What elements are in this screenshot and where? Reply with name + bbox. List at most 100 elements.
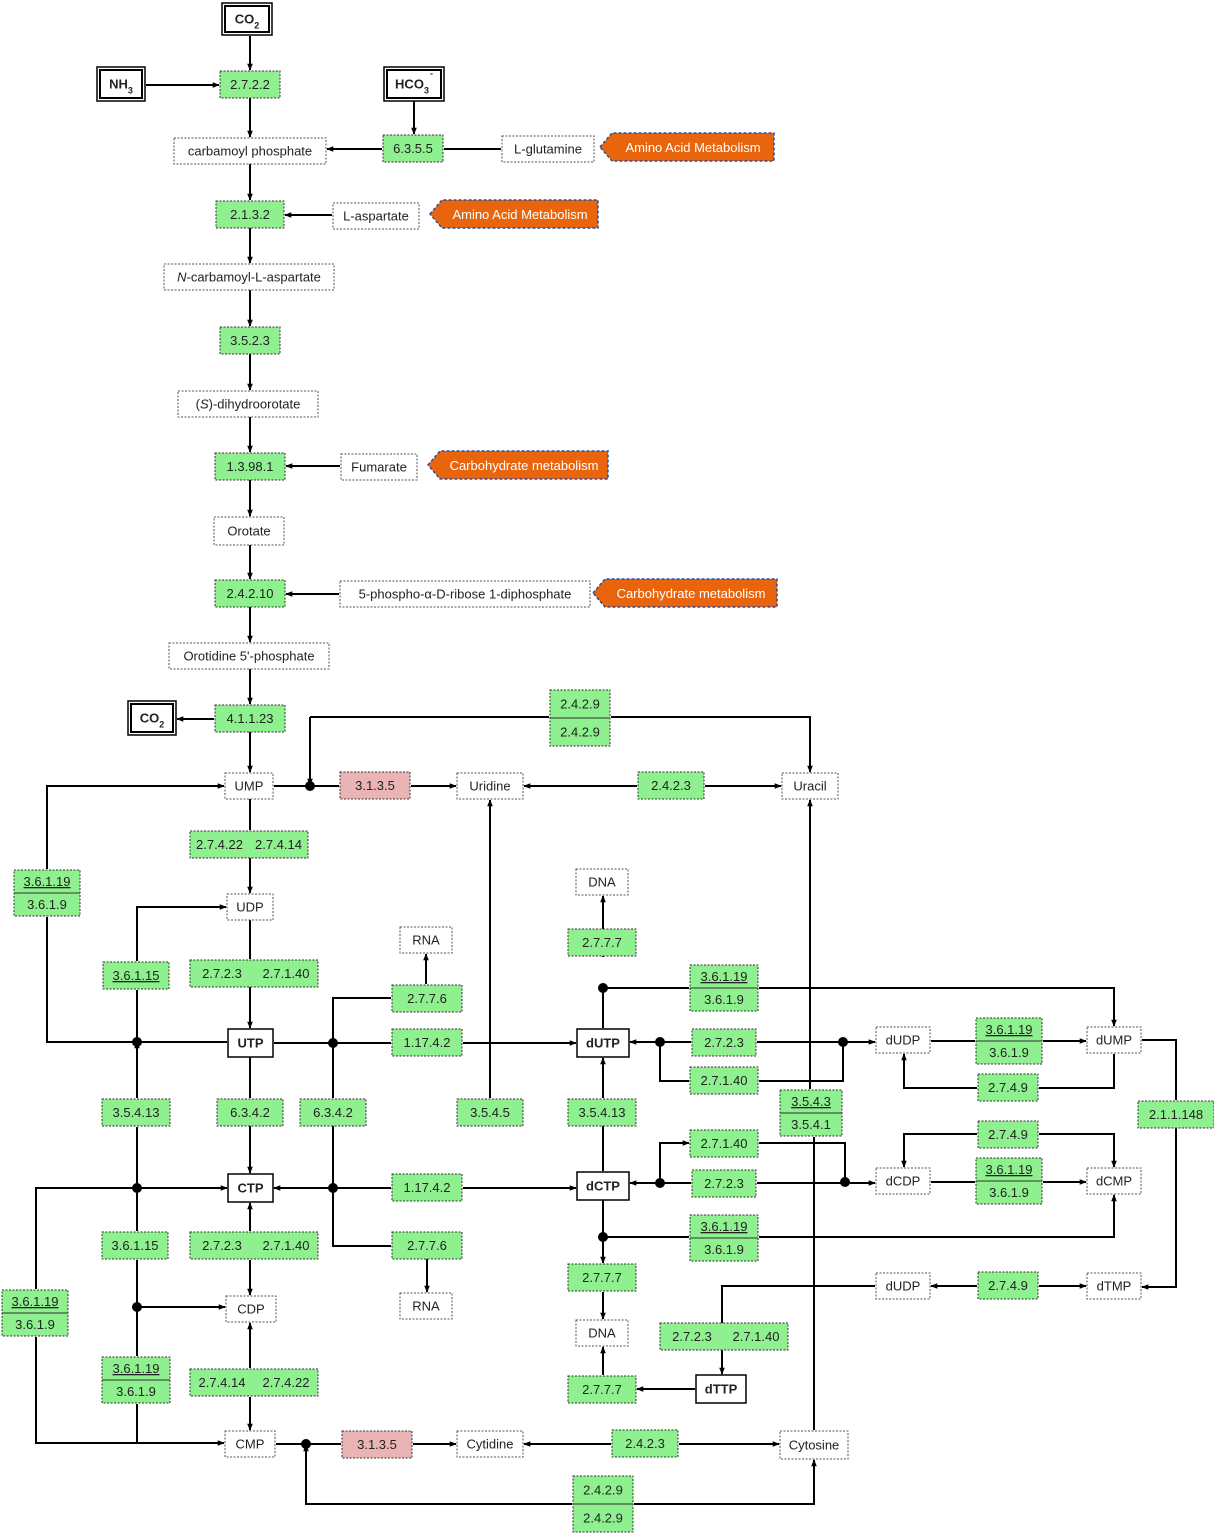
enzyme-2-7-7-6-top[interactable]: 2.7.7.6 <box>391 984 463 1013</box>
enzyme-2-7-7-7-top[interactable]: 2.7.7.7 <box>567 928 637 957</box>
enzyme-6-3-4-2-b[interactable]: 6.3.4.2 <box>299 1098 367 1127</box>
compound-dihydroorotate[interactable]: (S)-dihydroorotate <box>177 390 319 418</box>
compound-dna-top[interactable]: DNA <box>575 868 629 896</box>
ec-number: 2.7.4.22 <box>263 1375 310 1390</box>
enzyme-3-6-1-19-dudp[interactable]: 3.6.1.193.6.1.9 <box>975 1017 1043 1065</box>
compound-dctp[interactable]: dCTP <box>576 1171 630 1201</box>
compound-ump[interactable]: UMP <box>224 772 274 800</box>
compound-dna-bottom[interactable]: DNA <box>575 1319 629 1347</box>
compound-dutp[interactable]: dUTP <box>576 1028 630 1058</box>
ec-number: 2.7.4.9 <box>988 1278 1028 1293</box>
enzyme-3-5-4-13-left[interactable]: 3.5.4.13 <box>101 1098 171 1127</box>
enzyme-3-6-1-19-cdp[interactable]: 3.6.1.193.6.1.9 <box>101 1356 171 1404</box>
compound-dudp-bottom[interactable]: dUDP <box>875 1272 931 1300</box>
compound-utp[interactable]: UTP <box>227 1028 274 1058</box>
compound-cmp[interactable]: CMP <box>224 1430 276 1458</box>
compound-co2-top[interactable]: CO2 <box>221 2 273 36</box>
enzyme-2-7-2-3-dudp[interactable]: 2.7.2.3 <box>691 1028 757 1057</box>
compound-orotate[interactable]: Orotate <box>213 516 285 546</box>
compound-fumarate[interactable]: Fumarate <box>340 453 418 481</box>
enzyme-3-5-2-3[interactable]: 3.5.2.3 <box>219 326 281 355</box>
enzyme-3-6-1-15-bottom[interactable]: 3.6.1.15 <box>101 1231 169 1260</box>
enzyme-3-5-4-13-d[interactable]: 3.5.4.13 <box>567 1098 637 1127</box>
compound-cytidine[interactable]: Cytidine <box>456 1430 524 1458</box>
pathway-link-carbohydrate-1[interactable]: Carbohydrate metabolism <box>427 450 609 480</box>
enzyme-2-7-4-9-dump[interactable]: 2.7.4.9 <box>977 1073 1039 1102</box>
compound-ctp[interactable]: CTP <box>227 1173 274 1203</box>
compound-label: dCTP <box>586 1179 620 1194</box>
ec-number: 6.3.5.5 <box>393 141 433 156</box>
enzyme-cdp-cmp[interactable]: 2.7.4.14 2.7.4.22 <box>189 1368 319 1397</box>
enzyme-2-7-7-6-bottom[interactable]: 2.7.7.6 <box>391 1231 463 1260</box>
compound-uridine[interactable]: Uridine <box>456 772 524 800</box>
pathway-link-carbohydrate-2[interactable]: Carbohydrate metabolism <box>592 578 778 608</box>
compound-l-glutamine[interactable]: L-glutamine <box>501 135 595 163</box>
enzyme-3-6-1-19-dutp[interactable]: 3.6.1.193.6.1.9 <box>689 964 759 1012</box>
compound-n-carbamoyl-aspartate[interactable]: N-carbamoyl-L-aspartate <box>163 263 335 291</box>
pathway-link-label: Amino Acid Metabolism <box>452 207 587 222</box>
compound-co2-left[interactable]: CO2 <box>127 700 177 736</box>
compound-uracil[interactable]: Uracil <box>781 772 839 800</box>
enzyme-2-4-2-3-top[interactable]: 2.4.2.3 <box>637 771 705 800</box>
enzyme-1-17-4-2-top[interactable]: 1.17.4.2 <box>391 1028 463 1057</box>
enzyme-3-5-4-5[interactable]: 3.5.4.5 <box>456 1098 524 1127</box>
enzyme-1-17-4-2-bottom[interactable]: 1.17.4.2 <box>391 1173 463 1202</box>
ec-number: 3.1.3.5 <box>357 1437 397 1452</box>
enzyme-2-4-2-9-top[interactable]: 2.4.2.92.4.2.9 <box>549 689 611 747</box>
enzyme-4-1-1-23[interactable]: 4.1.1.23 <box>214 704 286 733</box>
compound-hco3[interactable]: HCO3- <box>383 66 445 102</box>
compound-prpp[interactable]: 5-phospho-α-D-ribose 1-diphosphate <box>339 580 591 608</box>
compound-rna-bottom[interactable]: RNA <box>399 1292 453 1320</box>
enzyme-2-7-1-40-dcdp[interactable]: 2.7.1.40 <box>689 1129 759 1158</box>
enzyme-3-6-1-19-dcdp[interactable]: 3.6.1.193.6.1.9 <box>975 1157 1043 1205</box>
enzyme-2-7-7-7-bottom[interactable]: 2.7.7.7 <box>567 1375 637 1404</box>
ec-number: 6.3.4.2 <box>313 1105 353 1120</box>
compound-dttp[interactable]: dTTP <box>695 1374 747 1404</box>
enzyme-2-1-1-148[interactable]: 2.1.1.148 <box>1137 1100 1214 1129</box>
compound-cytosine[interactable]: Cytosine <box>779 1430 849 1460</box>
compound-rna-top[interactable]: RNA <box>399 926 453 954</box>
enzyme-2-7-4-9-dtmp[interactable]: 2.7.4.9 <box>977 1271 1039 1300</box>
enzyme-3-6-1-19-far-left[interactable]: 3.6.1.193.6.1.9 <box>1 1289 69 1337</box>
enzyme-2-1-3-2[interactable]: 2.1.3.2 <box>215 200 285 229</box>
enzyme-3-1-3-5-bottom[interactable]: 3.1.3.5 <box>341 1430 413 1459</box>
enzyme-3-6-1-19-dctp[interactable]: 3.6.1.193.6.1.9 <box>689 1214 759 1262</box>
pathway-link-amino-acid-1[interactable]: Amino Acid Metabolism <box>599 132 775 162</box>
enzyme-2-7-1-40-dudp[interactable]: 2.7.1.40 <box>689 1066 759 1095</box>
enzyme-2-7-2-3-dcdp[interactable]: 2.7.2.3 <box>691 1169 757 1198</box>
enzyme-3-6-1-15-top[interactable]: 3.6.1.15 <box>102 961 170 990</box>
compound-dudp-top[interactable]: dUDP <box>875 1026 931 1054</box>
ec-number: 2.7.4.14 <box>199 1375 246 1390</box>
compound-udp[interactable]: UDP <box>226 893 274 921</box>
enzyme-2-4-2-3-bottom[interactable]: 2.4.2.3 <box>611 1429 679 1458</box>
enzyme-3-1-3-5-top[interactable]: 3.1.3.5 <box>339 771 411 800</box>
enzyme-1-3-98-1[interactable]: 1.3.98.1 <box>214 452 286 481</box>
compound-dump[interactable]: dUMP <box>1086 1026 1142 1054</box>
enzyme-2-4-2-10[interactable]: 2.4.2.10 <box>214 579 286 608</box>
compound-carbamoyl-phosphate[interactable]: carbamoyl phosphate <box>173 137 327 165</box>
compound-dtmp[interactable]: dTMP <box>1086 1272 1142 1300</box>
enzyme-6-3-4-2-a[interactable]: 6.3.4.2 <box>216 1098 284 1127</box>
enzyme-2-7-4-9-dcmp[interactable]: 2.7.4.9 <box>977 1120 1039 1149</box>
enzyme-6-3-5-5[interactable]: 6.3.5.5 <box>382 134 444 163</box>
enzyme-3-6-1-19-left[interactable]: 3.6.1.193.6.1.9 <box>13 869 81 917</box>
enzyme-3-5-4-3[interactable]: 3.5.4.33.5.4.1 <box>779 1089 843 1137</box>
compound-nh3[interactable]: NH3 <box>96 66 146 102</box>
ec-number: 3.6.1.9 <box>989 1185 1029 1200</box>
compound-l-aspartate[interactable]: L-aspartate <box>332 202 420 230</box>
enzyme-2-7-2-2[interactable]: 2.7.2.2 <box>219 70 281 99</box>
compound-cdp[interactable]: CDP <box>225 1295 277 1323</box>
compound-omp[interactable]: Orotidine 5'-phosphate <box>168 642 330 670</box>
compound-label: L-aspartate <box>343 209 409 224</box>
compound-dcdp[interactable]: dCDP <box>875 1167 931 1195</box>
compound-dcmp[interactable]: dCMP <box>1086 1167 1142 1195</box>
pathway-link-amino-acid-2[interactable]: Amino Acid Metabolism <box>429 199 599 229</box>
enzyme-2-4-2-9-bottom[interactable]: 2.4.2.92.4.2.9 <box>572 1475 634 1533</box>
junction-dot <box>305 781 315 791</box>
compound-label: Orotate <box>227 524 270 539</box>
enzyme-2-7-7-7-mid[interactable]: 2.7.7.7 <box>567 1263 637 1292</box>
